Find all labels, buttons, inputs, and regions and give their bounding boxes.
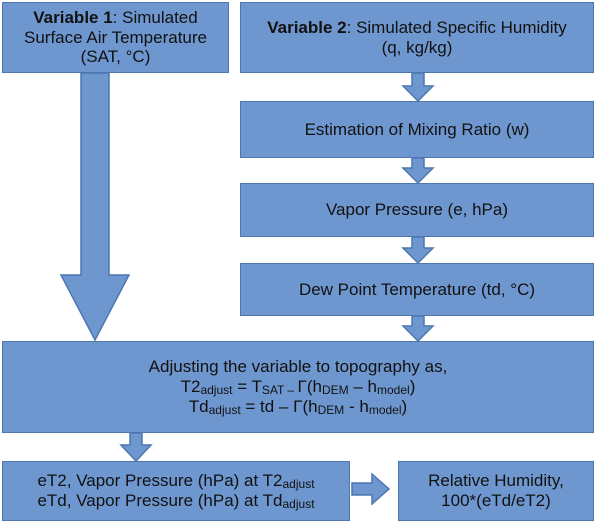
dew-point-label: Dew Point Temperature (td, °C) xyxy=(298,279,536,299)
dew-point-box: Dew Point Temperature (td, °C) xyxy=(240,263,594,316)
variable2-box: Variable 2: Simulated Specific Humidity … xyxy=(240,2,594,73)
arrow-dewpoint-to-adjusting xyxy=(401,315,435,343)
adjusting-equation-t2: T2adjust = TSAT – Γ(hDEM – hmodel) xyxy=(180,377,416,398)
variable1-line3: (SAT, °C) xyxy=(80,47,151,67)
variable2-title-rest: : Simulated Specific Humidity xyxy=(346,17,567,37)
variable2-title: Variable 2 xyxy=(267,17,347,37)
arrow-vapor-to-dewpoint xyxy=(401,236,435,265)
arrow-mixing-to-vapor xyxy=(401,157,435,185)
arrow-variable1-to-adjusting xyxy=(59,72,131,342)
adjusting-title: Adjusting the variable to topography as, xyxy=(148,357,448,377)
variable1-title-rest: : Simulated xyxy=(112,7,198,27)
variable1-box: Variable 1: Simulated Surface Air Temper… xyxy=(2,2,229,73)
arrow-saturation-to-rh xyxy=(351,472,391,506)
saturation-line-t2: eT2, Vapor Pressure (hPa) at T2adjust xyxy=(37,471,315,492)
variable1-title: Variable 1 xyxy=(33,7,113,27)
saturation-box: eT2, Vapor Pressure (hPa) at T2adjust eT… xyxy=(2,461,350,521)
mixing-ratio-box: Estimation of Mixing Ratio (w) xyxy=(240,101,594,158)
adjusting-equation-td: Tdadjust = td – Γ(hDEM - hmodel) xyxy=(188,396,408,417)
arrow-variable2-to-mixing xyxy=(401,72,435,103)
adjusting-box: Adjusting the variable to topography as,… xyxy=(2,341,594,433)
relative-humidity-box: Relative Humidity, 100*(eTd/eT2) xyxy=(398,461,594,521)
variable1-line2: Surface Air Temperature xyxy=(24,27,207,47)
arrow-adjusting-to-saturation xyxy=(119,432,153,463)
relative-humidity-line1: Relative Humidity, xyxy=(428,471,564,491)
saturation-line-td: eTd, Vapor Pressure (hPa) at Tdadjust xyxy=(37,491,315,511)
relative-humidity-line2: 100*(eTd/eT2) xyxy=(441,491,551,510)
vapor-pressure-box: Vapor Pressure (e, hPa) xyxy=(240,183,594,237)
mixing-ratio-label: Estimation of Mixing Ratio (w) xyxy=(304,119,530,139)
vapor-pressure-label: Vapor Pressure (e, hPa) xyxy=(325,200,509,220)
variable2-line2: (q, kg/kg) xyxy=(381,37,453,57)
